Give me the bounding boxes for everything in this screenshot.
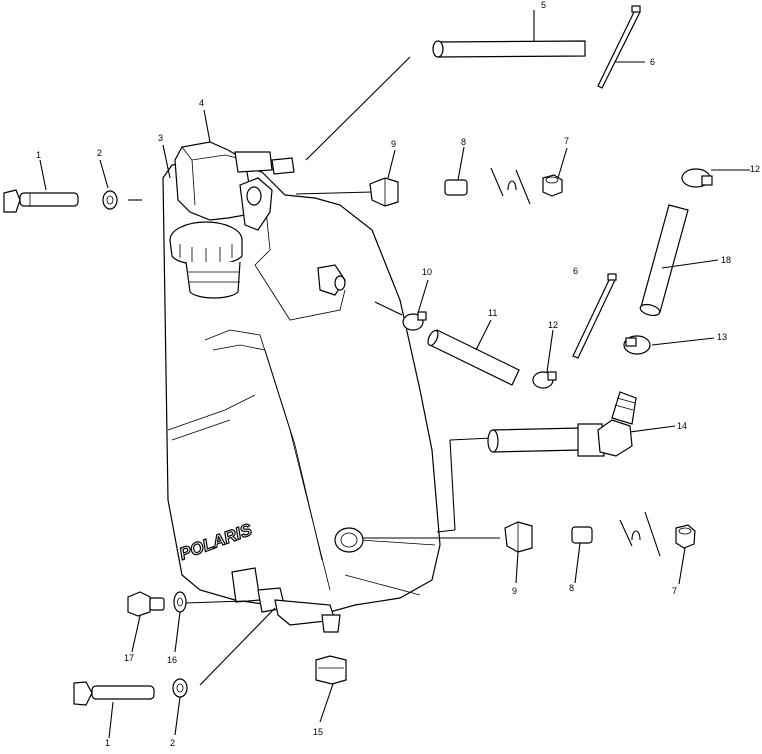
hose-part-11	[427, 329, 520, 386]
callout-6-mid: 6	[573, 266, 578, 276]
clamp-part-13	[623, 335, 651, 355]
callout-7-bottom: 7	[672, 586, 677, 596]
spacer-part-8-bottom	[571, 526, 593, 544]
callout-10: 10	[422, 267, 432, 277]
break-mark-top	[490, 167, 531, 205]
callout-11: 11	[488, 308, 497, 318]
clamp-part-12-mid	[532, 371, 557, 389]
washer-part-2-bottom	[172, 678, 188, 698]
callout-1-top: 1	[36, 150, 41, 160]
break-mark-bottom	[619, 511, 661, 557]
bolt-part-1-top	[3, 189, 79, 213]
callout-15: 15	[313, 727, 323, 737]
callout-9-top: 9	[391, 139, 396, 149]
grommet-part-9-top	[369, 177, 399, 207]
bolt-part-1-bottom	[73, 681, 155, 706]
cable-tie-part-6-top	[597, 5, 641, 89]
clamp-part-12-top	[681, 168, 713, 188]
spacer-part-8-top	[444, 179, 468, 196]
callout-13: 13	[717, 332, 727, 342]
callout-3: 3	[158, 133, 163, 143]
elbow-fitting-part-14	[487, 391, 637, 457]
callout-1-bottom: 1	[105, 738, 110, 748]
callout-9-bottom: 9	[512, 586, 517, 596]
nut-part-7-bottom	[675, 524, 696, 549]
grommet-part-15	[315, 655, 347, 685]
leader-lines	[128, 56, 500, 686]
washer-part-2-top	[102, 190, 118, 210]
callout-2-top: 2	[97, 148, 102, 158]
callout-7-top: 7	[564, 136, 569, 146]
callout-leaders	[39, 10, 750, 739]
clamp-part-10	[402, 311, 427, 331]
callout-12-top: 12	[750, 164, 760, 174]
callout-5: 5	[541, 0, 546, 10]
oil-tank: POLARIS	[162, 141, 441, 633]
hose-part-5	[432, 40, 586, 58]
callout-18: 18	[721, 255, 731, 265]
callout-14: 14	[677, 421, 687, 431]
cable-tie-part-6-mid	[572, 273, 617, 359]
callout-8-bottom: 8	[569, 583, 574, 593]
hose-part-18	[639, 204, 689, 317]
callout-4: 4	[199, 98, 204, 108]
callout-2-bottom: 2	[170, 738, 175, 748]
callout-8-top: 8	[461, 137, 466, 147]
washer-part-16	[173, 591, 187, 613]
callout-17: 17	[124, 653, 134, 663]
callout-labels: 1 1 2 2 3 4 5 6 6 7 7 8 8 9 9 10 11 12 1…	[36, 0, 760, 748]
callout-12-mid: 12	[548, 320, 558, 330]
drain-bolt-part-17	[127, 591, 165, 617]
nut-part-7-top	[542, 174, 563, 197]
callout-6-top: 6	[650, 57, 655, 67]
grommet-part-9-bottom	[504, 521, 533, 553]
callout-16: 16	[167, 655, 177, 665]
